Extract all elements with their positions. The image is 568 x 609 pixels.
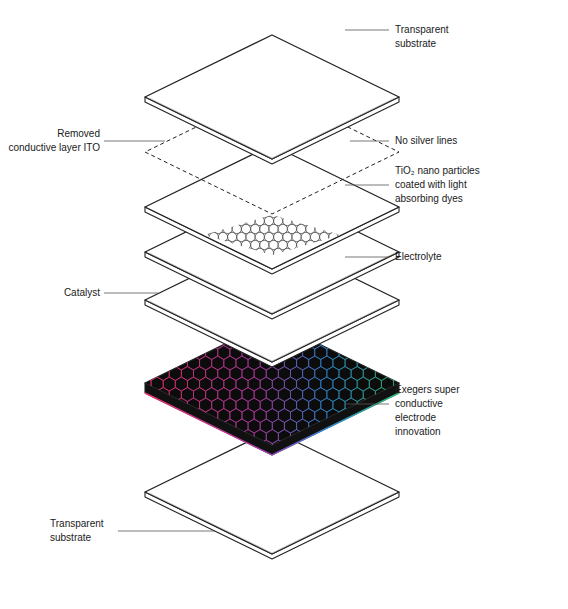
leader-line xyxy=(345,185,389,186)
part-label: TiO₂ nano particles coated with light ab… xyxy=(395,164,495,206)
leader-line xyxy=(104,293,158,294)
part-label: Transparent substrate xyxy=(50,517,120,545)
leader-line xyxy=(345,404,389,405)
part-label: Transparent substrate xyxy=(395,23,465,51)
nanoparticle-cluster xyxy=(195,208,347,257)
leader-line xyxy=(345,30,389,31)
part-label: Electrolyte xyxy=(395,250,515,264)
leader-line xyxy=(104,141,165,142)
leader-line xyxy=(118,531,215,532)
layer-plate xyxy=(145,35,399,164)
leader-line xyxy=(345,257,389,258)
leader-lines xyxy=(104,30,389,531)
part-label: No silver lines xyxy=(395,134,515,148)
part-label: Removed conductive layer ITO xyxy=(8,127,100,155)
leader-line xyxy=(350,141,389,142)
part-label: Catalyst xyxy=(8,286,100,300)
part-label: Exegers super conductive electrode innov… xyxy=(395,383,470,439)
plate-stack xyxy=(127,35,412,559)
